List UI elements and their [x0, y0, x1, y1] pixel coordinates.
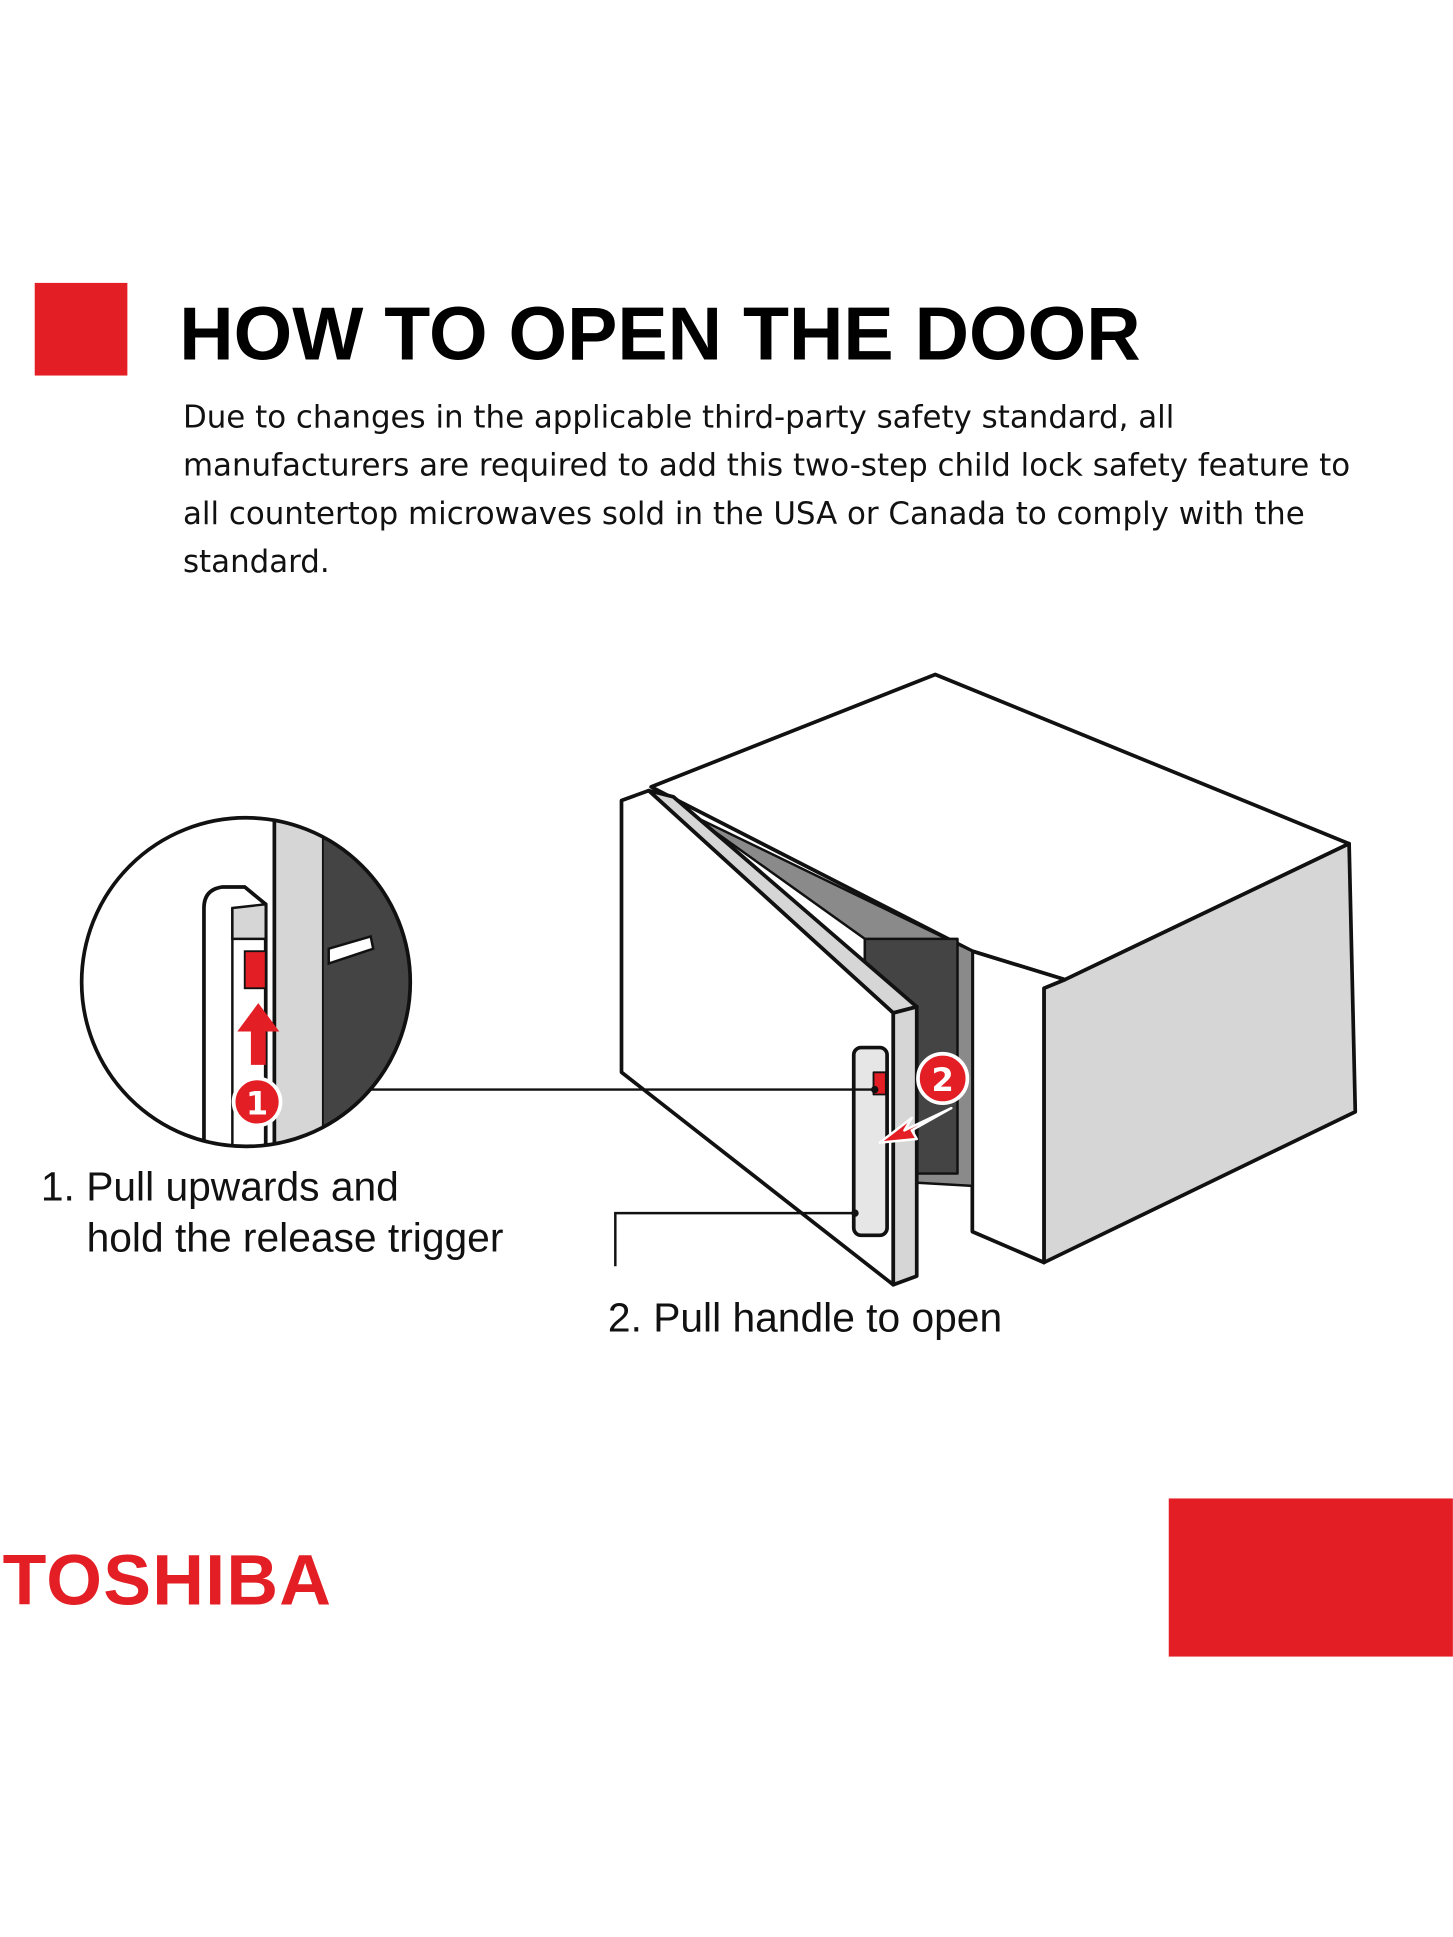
step2-caption: 2. Pull handle to open — [608, 1295, 1002, 1341]
step1-badge-icon — [231, 1076, 283, 1128]
arrow-up-icon — [237, 1003, 280, 1065]
callout-lines — [370, 1088, 875, 1267]
trigger-detail-zoom — [79, 815, 413, 1149]
step1-badge-number: 1 — [246, 1084, 268, 1122]
description-line: manufacturers are required to add this t… — [183, 448, 1350, 484]
release-trigger-detail — [243, 950, 267, 990]
description-line: Due to changes in the applicable third-p… — [183, 399, 1174, 435]
description: Due to changes in the applicable third-p… — [183, 399, 1350, 580]
step2-badge-number: 2 — [932, 1061, 954, 1099]
step1-caption: 1. Pull upwards and — [41, 1164, 399, 1210]
description-line: all countertop microwaves sold in the US… — [183, 496, 1305, 532]
description-line: standard. — [183, 544, 330, 580]
door-side-edge — [891, 1004, 919, 1287]
pull-arrow-icon — [878, 1106, 953, 1144]
toshiba-logo: TOSHIBA — [3, 1541, 333, 1621]
page-title: HOW TO OPEN THE DOOR — [179, 291, 1140, 375]
step1-caption-cont: hold the release trigger — [87, 1214, 504, 1260]
heading-accent-square — [34, 282, 128, 376]
footer-accent-block — [1168, 1498, 1453, 1657]
microwave-illustration — [619, 672, 1358, 1287]
step2-badge-icon — [916, 1051, 970, 1106]
